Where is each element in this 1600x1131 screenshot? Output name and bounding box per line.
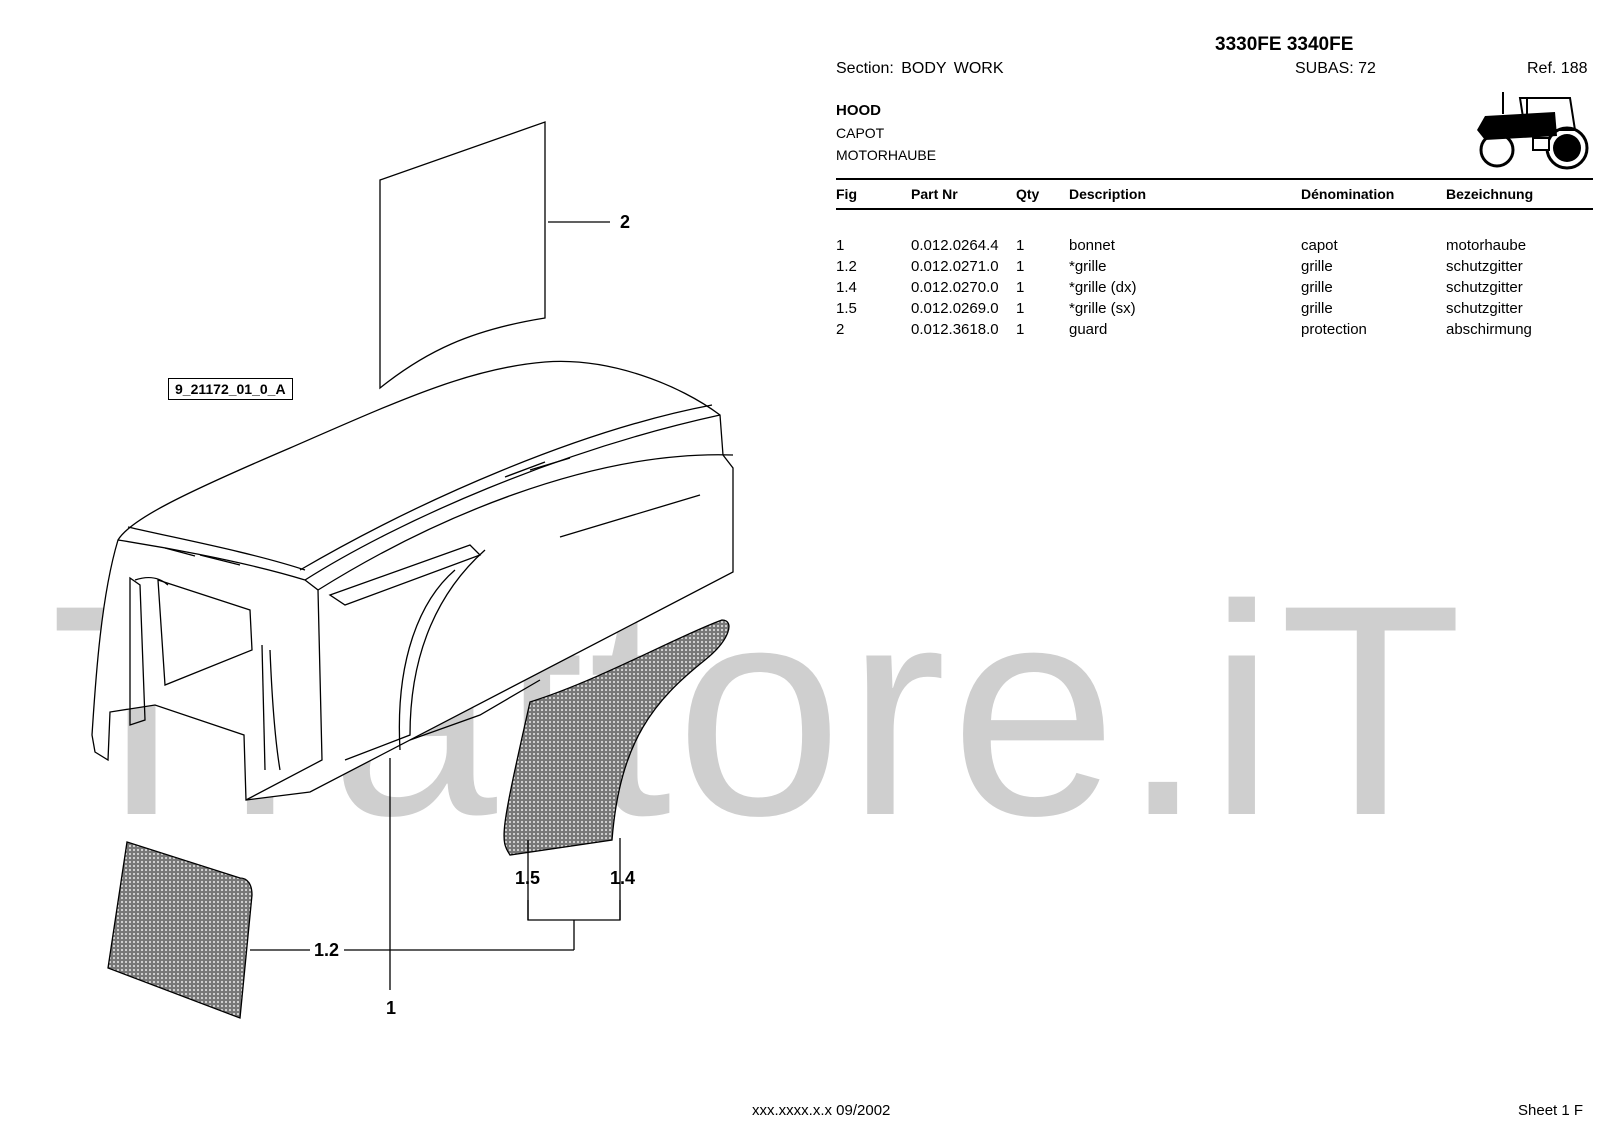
cell-part: 0.012.0271.0 <box>911 258 999 275</box>
cell-fig: 1.5 <box>836 300 857 317</box>
subas-label: SUBAS: 72 <box>1295 60 1376 77</box>
group-title-fr: CAPOT <box>836 125 885 141</box>
cell-part: 0.012.3618.0 <box>911 321 999 338</box>
col-header-fig: Fig <box>836 179 911 210</box>
group-title-en: HOOD <box>836 102 881 119</box>
cell-part: 0.012.0270.0 <box>911 279 999 296</box>
tractor-icon <box>1477 92 1589 170</box>
cell-part: 0.012.0264.4 <box>911 237 999 254</box>
table-row: 1.2 0.012.0271.0 1 *grille grille schutz… <box>836 256 1593 277</box>
model-title: 3330FE 3340FE <box>1215 34 1354 55</box>
cell-fig: 1.4 <box>836 279 857 296</box>
cell-description: *grille (dx) <box>1069 279 1137 296</box>
col-header-qty: Qty <box>1016 179 1069 210</box>
cell-fig: 1.2 <box>836 258 857 275</box>
hood-exploded-drawing <box>91 121 734 1019</box>
col-header-description: Description <box>1069 179 1301 210</box>
cell-bezeichnung: schutzgitter <box>1446 300 1523 317</box>
col-header-part: Part Nr <box>911 179 1016 210</box>
table-row: 1 0.012.0264.4 1 bonnet capot motorhaube <box>836 209 1593 256</box>
cell-denomination: grille <box>1301 279 1333 296</box>
table-header-row: Fig Part Nr Qty Description Dénomination… <box>836 179 1593 210</box>
cell-qty: 1 <box>1016 300 1025 317</box>
section-label: Section: BODY WORK <box>836 60 1004 77</box>
group-title-de: MOTORHAUBE <box>836 147 937 163</box>
cell-fig: 2 <box>836 321 845 338</box>
cell-bezeichnung: schutzgitter <box>1446 279 1523 296</box>
hood-body <box>91 360 734 801</box>
footer-code: xxx.xxxx.x.x 09/2002 <box>752 1102 891 1119</box>
guard-sheet <box>379 121 546 390</box>
cell-description: bonnet <box>1069 237 1115 254</box>
drawing-code-label: 9_21172_01_0_A <box>168 378 293 400</box>
col-header-bezeichnung: Bezeichnung <box>1446 179 1593 210</box>
cell-fig: 1 <box>836 237 845 254</box>
cell-qty: 1 <box>1016 258 1025 275</box>
parts-table: Fig Part Nr Qty Description Dénomination… <box>836 178 1593 340</box>
col-header-denomination: Dénomination <box>1301 179 1446 210</box>
side-grille <box>503 619 730 856</box>
cell-qty: 1 <box>1016 279 1025 296</box>
front-grille <box>107 841 253 1019</box>
cell-qty: 1 <box>1016 237 1025 254</box>
callout-1-5: 1.5 <box>515 868 541 888</box>
table-row: 2 0.012.3618.0 1 guard protection abschi… <box>836 319 1593 340</box>
cell-denomination: capot <box>1301 237 1338 254</box>
table-row: 1.5 0.012.0269.0 1 *grille (sx) grille s… <box>836 298 1593 319</box>
cell-description: *grille (sx) <box>1069 300 1136 317</box>
cell-description: *grille <box>1069 258 1107 275</box>
cell-qty: 1 <box>1016 321 1025 338</box>
table-row: 1.4 0.012.0270.0 1 *grille (dx) grille s… <box>836 277 1593 298</box>
cell-denomination: protection <box>1301 321 1367 338</box>
cell-denomination: grille <box>1301 258 1333 275</box>
callout-2: 2 <box>620 212 631 232</box>
callout-1: 1 <box>386 998 397 1018</box>
cell-description: guard <box>1069 321 1108 338</box>
callout-1-4: 1.4 <box>610 868 636 888</box>
cell-bezeichnung: motorhaube <box>1446 237 1527 254</box>
callout-1-2: 1.2 <box>314 940 340 960</box>
cell-bezeichnung: schutzgitter <box>1446 258 1523 275</box>
ref-label: Ref. 188 <box>1527 60 1588 77</box>
sheet-label: Sheet 1 F <box>1518 1102 1584 1119</box>
cell-bezeichnung: abschirmung <box>1446 321 1532 338</box>
cell-denomination: grille <box>1301 300 1333 317</box>
cell-part: 0.012.0269.0 <box>911 300 999 317</box>
